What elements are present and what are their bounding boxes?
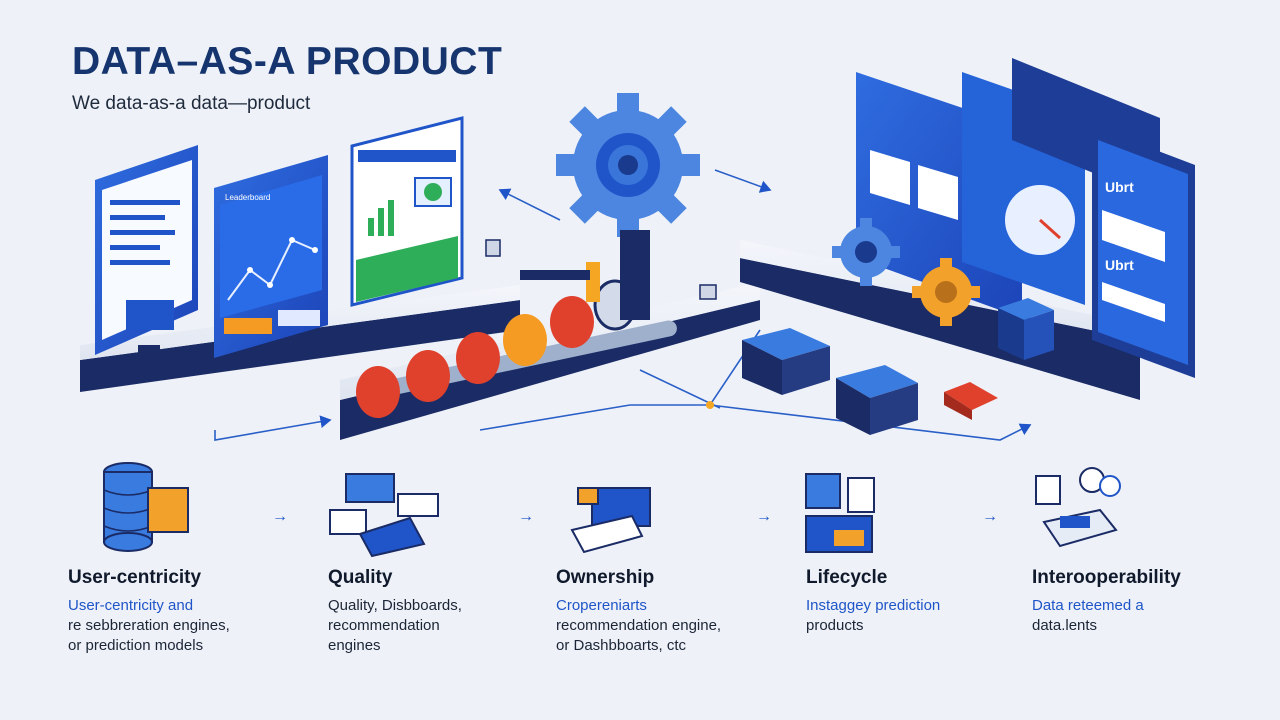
lifecycle-devices-icon: [805, 473, 875, 553]
step-desc-line: or prediction models: [68, 637, 204, 654]
step-desc-line: data.lents: [1032, 617, 1098, 634]
step-desc-line: Quality, Disbboards,: [328, 597, 462, 614]
cube-small-b: [699, 284, 717, 300]
monitor-dashboard-left: [95, 145, 198, 357]
flow-arrow-3: →: [756, 508, 772, 525]
step-title-interoperability: Interooperability: [1032, 567, 1181, 588]
blue-box-icon: [998, 298, 1054, 360]
connector-node: [706, 401, 714, 409]
step-title-ownership: Ownership: [556, 567, 655, 588]
monitor-line-chart: Leaderboard: [214, 155, 328, 358]
step-title-lifecycle: Lifecycle: [806, 567, 888, 588]
step-desc-lifecycle: Instaggey prediction products: [806, 596, 940, 636]
panel-a-label: Leaderboard: [225, 193, 270, 202]
valve-red-3: [456, 332, 500, 384]
step-title-quality: Quality: [328, 567, 393, 588]
phone-device: Ubrt Ubrt: [1092, 126, 1195, 378]
valve-red-1: [356, 366, 400, 418]
gear-icon: [556, 93, 700, 237]
product-package-icon: [570, 487, 651, 554]
step-desc-ownership: Cropereniarts recommendation engine, or …: [556, 596, 721, 656]
step-desc-line: recommendation engine,: [556, 617, 722, 634]
step-desc-interoperability: Data reteemed a data.lents: [1032, 596, 1144, 636]
red-battery-block: [944, 382, 998, 420]
monitor-bar-chart: [350, 116, 464, 307]
step-desc-line: Instaggey prediction: [806, 597, 941, 614]
gear-stand: [620, 230, 650, 320]
phone-heading-1: Ubrt: [1105, 179, 1134, 195]
valve-orange-1: [503, 314, 547, 366]
data-chip-box-2: [836, 365, 918, 435]
page-subtitle: We data-as-a data—product: [72, 93, 311, 114]
gear-orange-icon: [912, 258, 980, 326]
step-desc-line: products: [806, 617, 864, 634]
step-desc-line: re sebbreration engines,: [68, 617, 230, 634]
data-chip-box-1: [742, 328, 830, 395]
flow-arrow-1: →: [272, 508, 288, 525]
step-desc-line: Data reteemed a: [1032, 597, 1144, 614]
step-desc-line: or Dashbboarts, ctc: [556, 637, 687, 654]
step-title-user-centricity: User-centricity: [68, 567, 202, 588]
step-desc-line: engines: [328, 637, 381, 654]
page-title: DATA–AS-A PRODUCT: [72, 40, 503, 83]
step-desc-user-centricity: User-centricity and re sebbreration engi…: [68, 596, 230, 656]
step-desc-quality: Quality, Disbboards, recommendation engi…: [328, 596, 462, 656]
flow-arrow-4: →: [982, 508, 998, 525]
interoperability-chat-icon: [1035, 467, 1121, 548]
gear-blue-small-icon: [832, 218, 900, 286]
database-stack-icon: [103, 462, 189, 552]
phone-heading-2: Ubrt: [1105, 257, 1134, 273]
valve-red-2: [406, 350, 450, 402]
step-desc-line: Cropereniarts: [556, 597, 647, 614]
step-desc-line: User-centricity and: [68, 597, 194, 614]
valve-red-4: [550, 296, 594, 348]
dashboard-devices-icon: [329, 473, 439, 558]
cube-small-a: [485, 239, 501, 257]
flow-arrow-2: →: [518, 508, 534, 525]
step-desc-line: recommendation: [328, 617, 440, 634]
